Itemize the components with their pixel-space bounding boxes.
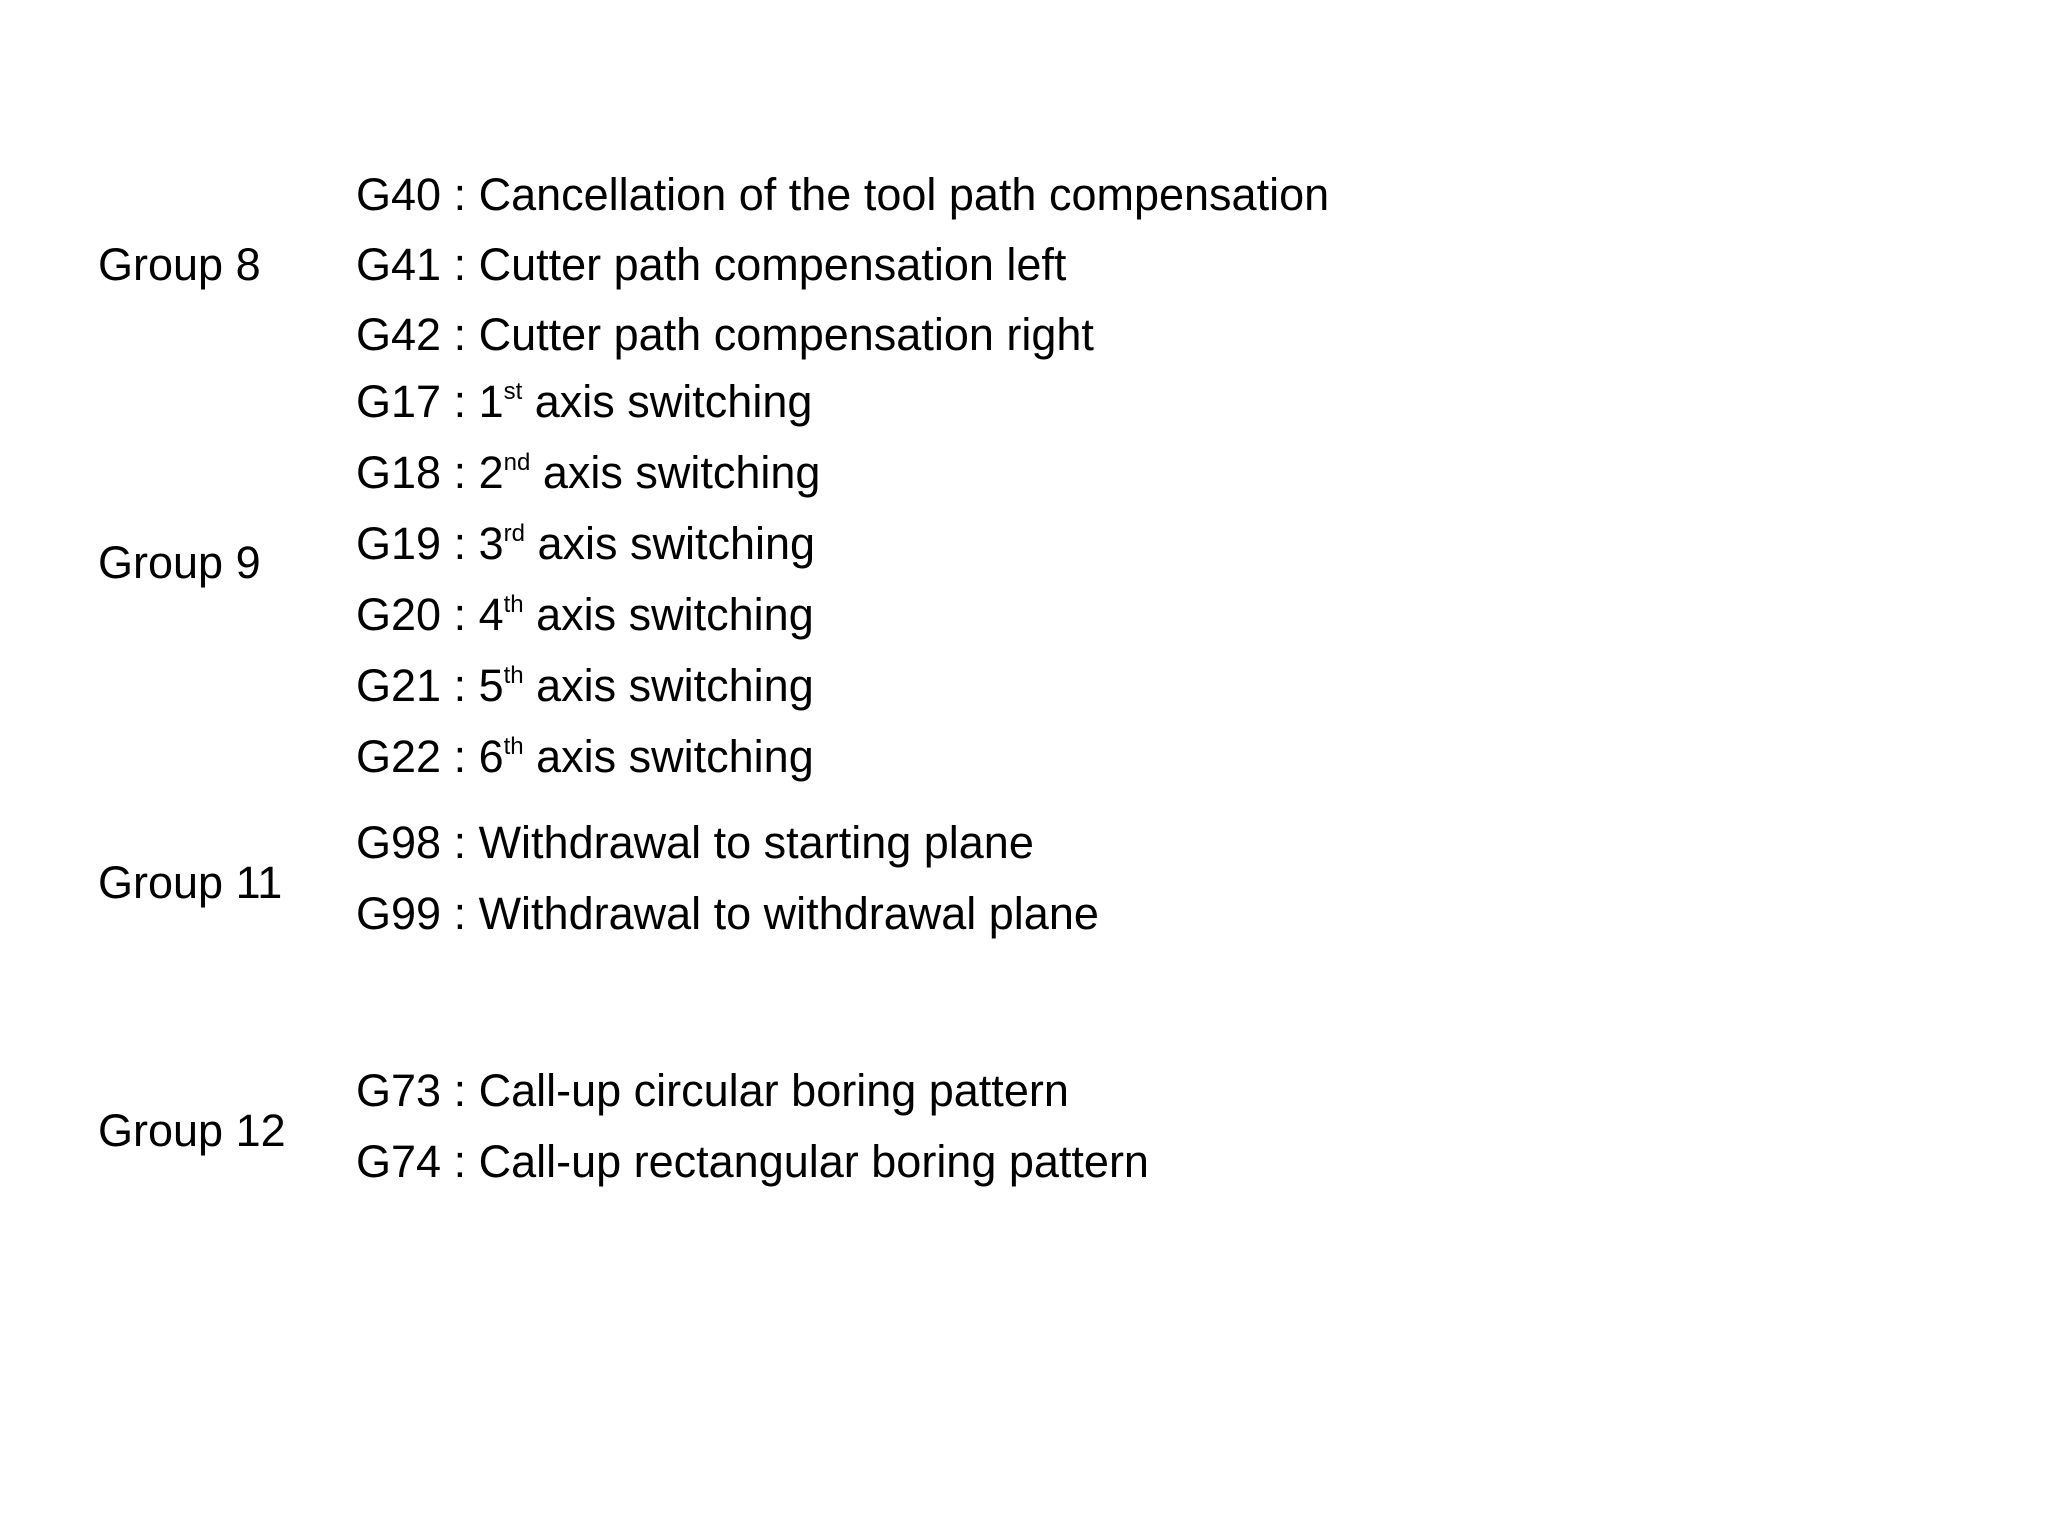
g-code: G73 — [356, 1065, 442, 1116]
ordinal-suffix: th — [503, 591, 524, 618]
code-description: axis switching — [523, 589, 814, 640]
code-description: Cancellation of the tool path compensati… — [478, 169, 1330, 220]
group-label: Group 12 — [98, 1105, 286, 1156]
g-code: G41 — [356, 239, 442, 290]
code-description: axis switching — [523, 731, 814, 782]
g-code: G98 — [356, 817, 442, 868]
code-description: axis switching — [522, 376, 813, 427]
code-description: Call-up circular boring pattern — [478, 1065, 1069, 1116]
code-description: axis switching — [530, 447, 821, 498]
code-description-number: 6 — [478, 731, 504, 782]
code-description: axis switching — [523, 660, 814, 711]
code-description: Withdrawal to withdrawal plane — [478, 888, 1099, 939]
code-line: G22 : 6th axis switching — [356, 731, 814, 782]
code-description-number: 2 — [478, 447, 504, 498]
g-code: G18 — [356, 447, 442, 498]
ordinal-suffix: th — [503, 662, 524, 689]
group-label: Group 9 — [98, 537, 261, 588]
code-line: G21 : 5th axis switching — [356, 660, 814, 711]
code-line: G99 : Withdrawal to withdrawal plane — [356, 888, 1099, 939]
g-code: G74 — [356, 1136, 442, 1187]
code-description: Cutter path compensation left — [478, 239, 1067, 290]
code-description-number: 1 — [478, 376, 504, 427]
g-code: G20 — [356, 589, 442, 640]
g-code: G22 — [356, 731, 442, 782]
code-line: G73 : Call-up circular boring pattern — [356, 1065, 1069, 1116]
g-code: G19 — [356, 518, 442, 569]
code-line: G40 : Cancellation of the tool path comp… — [356, 169, 1330, 220]
code-description: Withdrawal to starting plane — [478, 817, 1034, 868]
g-code: G99 — [356, 888, 442, 939]
group-label: Group 11 — [98, 857, 283, 908]
ordinal-suffix: th — [503, 733, 524, 760]
ordinal-suffix: rd — [503, 520, 525, 547]
code-description: Cutter path compensation right — [478, 309, 1094, 360]
code-line: G98 : Withdrawal to starting plane — [356, 817, 1034, 868]
code-line: G41 : Cutter path compensation left — [356, 239, 1067, 290]
code-line: G42 : Cutter path compensation right — [356, 309, 1094, 360]
code-description: axis switching — [524, 518, 816, 569]
ordinal-suffix: st — [503, 378, 523, 405]
code-description-number: 5 — [478, 660, 504, 711]
code-line: G20 : 4th axis switching — [356, 589, 814, 640]
code-line: G19 : 3rd axis switching — [356, 518, 816, 569]
g-code: G40 — [356, 169, 442, 220]
code-line: G74 : Call-up rectangular boring pattern — [356, 1136, 1149, 1187]
group-label: Group 8 — [98, 239, 261, 290]
code-line: G17 : 1st axis switching — [356, 376, 813, 427]
g-code: G17 — [356, 376, 442, 427]
code-line: G18 : 2nd axis switching — [356, 447, 821, 498]
code-description: Call-up rectangular boring pattern — [478, 1136, 1149, 1187]
g-code: G42 — [356, 309, 442, 360]
code-description-number: 4 — [478, 589, 504, 640]
code-description-number: 3 — [478, 518, 504, 569]
g-code: G21 — [356, 660, 442, 711]
ordinal-suffix: nd — [503, 449, 531, 476]
